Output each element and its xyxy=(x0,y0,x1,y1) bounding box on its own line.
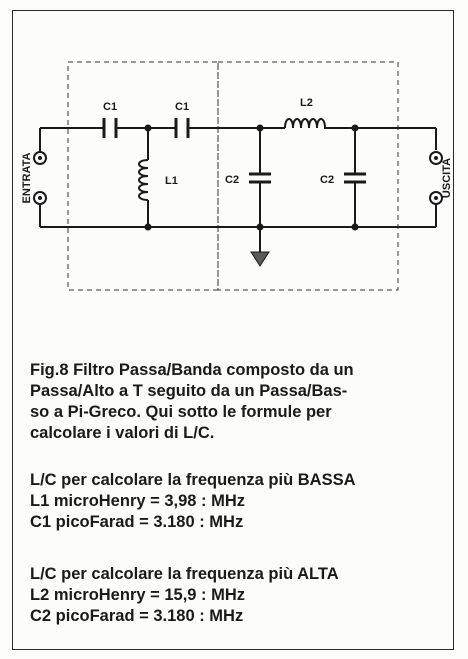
filter-schematic: C1 C1 L1 L2 C2 C2 ENTRATA USCITA xyxy=(21,61,453,291)
caption-line-4: calcolare i valori di L/C. xyxy=(30,424,215,442)
inductor-l2 xyxy=(284,118,328,129)
caption-line-1: Fig.8 Filtro Passa/Banda composto da un xyxy=(30,361,354,379)
low-frequency-heading: L/C per calcolare la frequenza più BASSA xyxy=(30,471,356,489)
formula-l1: L1 microHenry = 3,98 : MHz xyxy=(30,492,246,510)
high-frequency-formulas: L/C per calcolare la frequenza più ALTA … xyxy=(30,564,440,627)
capacitor-c2-right xyxy=(344,128,366,227)
low-pass-section-box xyxy=(217,61,399,291)
label-l2: L2 xyxy=(300,97,313,109)
formula-c2: C2 picoFarad = 3.180 : MHz xyxy=(30,607,244,625)
bottom-rail xyxy=(39,205,437,228)
formula-l2: L2 microHenry = 15,9 : MHz xyxy=(30,586,246,604)
high-frequency-heading: L/C per calcolare la frequenza più ALTA xyxy=(30,565,339,583)
label-c1-left: C1 xyxy=(103,101,117,113)
label-c2-left: C2 xyxy=(225,174,239,186)
ground-symbol xyxy=(250,227,270,267)
capacitor-c2-left xyxy=(249,128,271,227)
low-frequency-formulas: L/C per calcolare la frequenza più BASSA… xyxy=(30,470,440,533)
figure-caption: Fig.8 Filtro Passa/Banda composto da un … xyxy=(30,360,440,444)
input-terminals xyxy=(33,150,47,205)
capacitor-c1-left xyxy=(102,118,118,138)
label-c2-right: C2 xyxy=(320,174,334,186)
junction-dots xyxy=(144,124,359,231)
figure-frame xyxy=(12,10,454,650)
label-input: ENTRATA xyxy=(21,152,33,203)
label-c1-right: C1 xyxy=(175,101,189,113)
label-l1: L1 xyxy=(165,175,178,187)
capacitor-c1-right xyxy=(174,118,190,138)
caption-line-3: so a Pi-Greco. Qui sotto le formule per xyxy=(30,403,332,421)
formula-c1: C1 picoFarad = 3.180 : MHz xyxy=(30,513,244,531)
inductor-l1 xyxy=(138,128,149,227)
top-rail xyxy=(39,127,437,150)
output-terminals xyxy=(429,151,443,205)
caption-line-2: Passa/Alto a T seguito da un Passa/Bas- xyxy=(30,382,348,400)
label-output: USCITA xyxy=(441,158,453,198)
